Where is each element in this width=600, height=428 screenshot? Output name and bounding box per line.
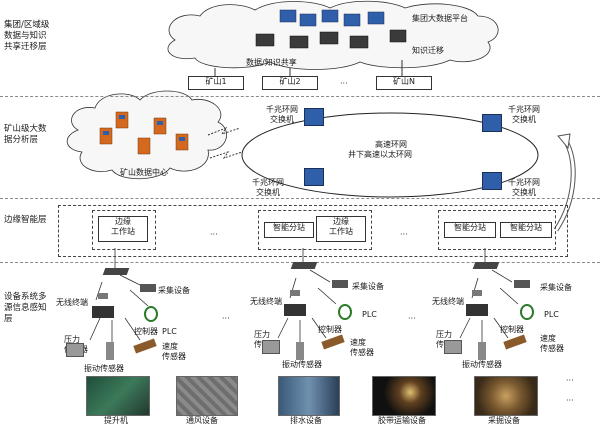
edge-substation-3b: 智能分站	[500, 222, 552, 238]
switch-label-bottom-left: 千兆环网交换机	[252, 178, 284, 197]
layer-label-mine: 矿山级大数据分析层	[4, 124, 47, 145]
controller-icon-3	[466, 304, 488, 316]
edge-outer-box	[58, 205, 568, 257]
ring-title: 高速环网 井下高速以太环网	[348, 140, 412, 160]
edge-substation-3a: 智能分站	[444, 222, 496, 238]
sensing-dots-2: ···	[408, 314, 416, 323]
sharing-label: 数据/知识共享	[246, 58, 297, 67]
mine-box-n: 矿山N	[376, 76, 432, 90]
switch-label-bottom-right: 千兆环网交换机	[508, 178, 540, 197]
drainage-photo	[278, 376, 340, 416]
switch-icon-top-right	[482, 114, 502, 132]
equipment-label-hoist: 提升机	[104, 416, 128, 425]
switch-label-top-left: 千兆环网交换机	[266, 105, 298, 124]
equipment-label-ventilation: 通风设备	[186, 416, 218, 425]
pressure-sensor-photo-1	[66, 343, 84, 357]
plc-icon-2	[338, 304, 352, 320]
equipment-label-conveyor: 胶带运输设备	[378, 416, 426, 425]
controller-label-3: 控制器	[500, 325, 524, 334]
ring-network	[241, 112, 539, 198]
collector-box-icon-2	[332, 280, 348, 288]
platform-label: 集团大数据平台	[412, 14, 468, 23]
plc-label-1: PLC	[162, 327, 177, 336]
migration-label: 知识迁移	[412, 46, 444, 55]
sensing-dots-1: ···	[222, 314, 230, 323]
vibration-label-2: 振动传感器	[282, 360, 322, 369]
wireless-icon-1	[98, 293, 108, 299]
collector-label-3: 采集设备	[540, 283, 572, 292]
edge-group-3	[438, 210, 556, 250]
wireless-icon-3	[472, 290, 482, 296]
switch-icon-top-left	[304, 108, 324, 126]
plc-label-2: PLC	[362, 310, 377, 319]
data-center-servers-icon	[99, 111, 189, 155]
collector-icon-1	[102, 268, 130, 275]
layer-label-sensing: 设备系统多源信息感知层	[4, 292, 47, 324]
plc-label-3: PLC	[544, 310, 559, 319]
layer-label-edge: 边缘智能层	[4, 215, 47, 225]
ventilation-photo	[176, 376, 238, 416]
pressure-sensor-photo-2	[262, 340, 280, 354]
vibration-sensor-icon-2	[296, 342, 304, 360]
controller-label-2: 控制器	[318, 325, 342, 334]
mine-cloud	[66, 90, 228, 180]
wireless-label-3: 无线终端	[432, 297, 464, 306]
collector-label-1: 采集设备	[158, 286, 190, 295]
controller-label-1: 控制器	[134, 327, 158, 336]
edge-workstation-1: 边缘工作站	[98, 216, 148, 242]
wireless-label-2: 无线终端	[250, 297, 282, 306]
switch-icon-bottom-right	[482, 172, 502, 190]
ring-title-line2: 井下高速以太环网	[348, 150, 412, 159]
hoist-photo	[86, 376, 150, 416]
vibration-sensor-icon-3	[478, 342, 486, 360]
excavation-photo	[474, 376, 538, 416]
conveyor-photo	[372, 376, 436, 416]
sensing-dots-3: ···	[566, 376, 574, 385]
equipment-dots: ···	[566, 396, 574, 405]
layer-divider-1	[0, 96, 600, 97]
edge-workstation-2: 边缘工作站	[316, 216, 366, 242]
plc-icon-1	[144, 306, 158, 322]
mine-box-2: 矿山2	[262, 76, 318, 90]
vibration-label-1: 振动传感器	[84, 364, 124, 373]
vibration-label-3: 振动传感器	[462, 360, 502, 369]
server-cluster-icon	[255, 9, 407, 49]
layer-label-group: 集团/区域级数据与知识共享迁移层	[4, 20, 50, 52]
edge-group-2	[258, 210, 372, 250]
controller-icon-2	[284, 304, 306, 316]
switch-icon-bottom-left	[304, 168, 324, 186]
wireless-icon-2	[290, 290, 300, 296]
collector-icon-2	[290, 262, 318, 269]
mine-box-1: 矿山1	[188, 76, 244, 90]
speed-label-2: 速度传感器	[350, 338, 374, 357]
collector-label-2: 采集设备	[352, 282, 384, 291]
edge-substation-2: 智能分站	[264, 222, 314, 238]
collector-box-icon-3	[514, 280, 530, 288]
layer-divider-2	[0, 198, 600, 199]
equipment-label-excavation: 采掘设备	[488, 416, 520, 425]
pressure-sensor-photo-3	[444, 340, 462, 354]
speed-label-3: 速度传感器	[540, 334, 564, 353]
wireless-label-1: 无线终端	[56, 298, 88, 307]
controller-icon-1	[92, 306, 114, 318]
equipment-label-drainage: 排水设备	[290, 416, 322, 425]
speed-label-1: 速度传感器	[162, 342, 186, 361]
vibration-sensor-icon-1	[106, 342, 114, 360]
plc-icon-3	[520, 304, 534, 320]
edge-group-1	[92, 210, 156, 250]
data-center-label: 矿山数据中心	[120, 168, 168, 177]
edge-dots-2: ···	[400, 230, 408, 239]
edge-dots-1: ···	[210, 230, 218, 239]
switch-label-top-right: 千兆环网交换机	[508, 105, 540, 124]
mine-dots: ···	[340, 79, 348, 88]
ring-title-line1: 高速环网	[375, 140, 407, 149]
collector-box-icon-1	[140, 284, 156, 292]
collector-icon-3	[472, 262, 500, 269]
